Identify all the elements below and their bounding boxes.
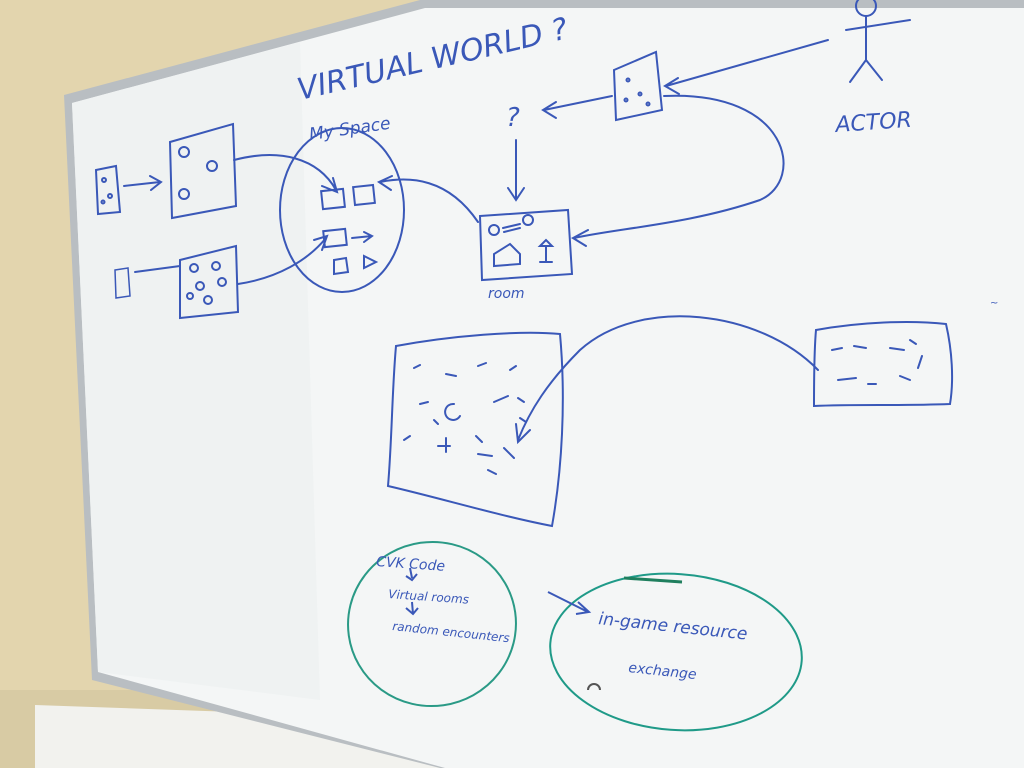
- right-box: [812, 321, 954, 408]
- exchange-line-2: exchange: [628, 660, 698, 683]
- whiteboard-shade: [72, 42, 320, 700]
- arrow-3: [134, 265, 181, 273]
- small-square-1: [94, 164, 122, 216]
- square-b: [179, 244, 240, 320]
- arrow-question-down: [507, 139, 525, 202]
- my-space-circle: [279, 127, 405, 293]
- arrow-1: [123, 175, 163, 191]
- top-square: [612, 50, 664, 122]
- question-mark: ?: [506, 103, 520, 133]
- arrow-room-to-space: [376, 175, 479, 223]
- cvk-line-2: Virtual rooms: [388, 587, 470, 607]
- arrow-4: [237, 234, 329, 285]
- arrow-2: [233, 154, 339, 194]
- large-square: [386, 331, 564, 528]
- room-label: room: [488, 286, 525, 302]
- arrow-loop: [570, 94, 785, 247]
- arrow-box-to-square: [515, 315, 819, 445]
- bottom-circles: [347, 540, 803, 732]
- arrow-actor: [663, 39, 829, 95]
- top-diagram: [94, 0, 911, 320]
- room-box: [478, 208, 574, 282]
- cvk-circle: [347, 540, 517, 708]
- cvk-line-1: CVK Code: [376, 554, 446, 575]
- square-a: [168, 122, 238, 220]
- exchange-circle: [549, 572, 803, 732]
- stray-mark: ~: [990, 298, 998, 309]
- middle-diagram: [386, 315, 954, 528]
- actor-body: [845, 15, 911, 83]
- arrow-square-to-question: [541, 95, 613, 119]
- small-square-2: [114, 267, 131, 299]
- actor-label: ACTOR: [833, 108, 913, 138]
